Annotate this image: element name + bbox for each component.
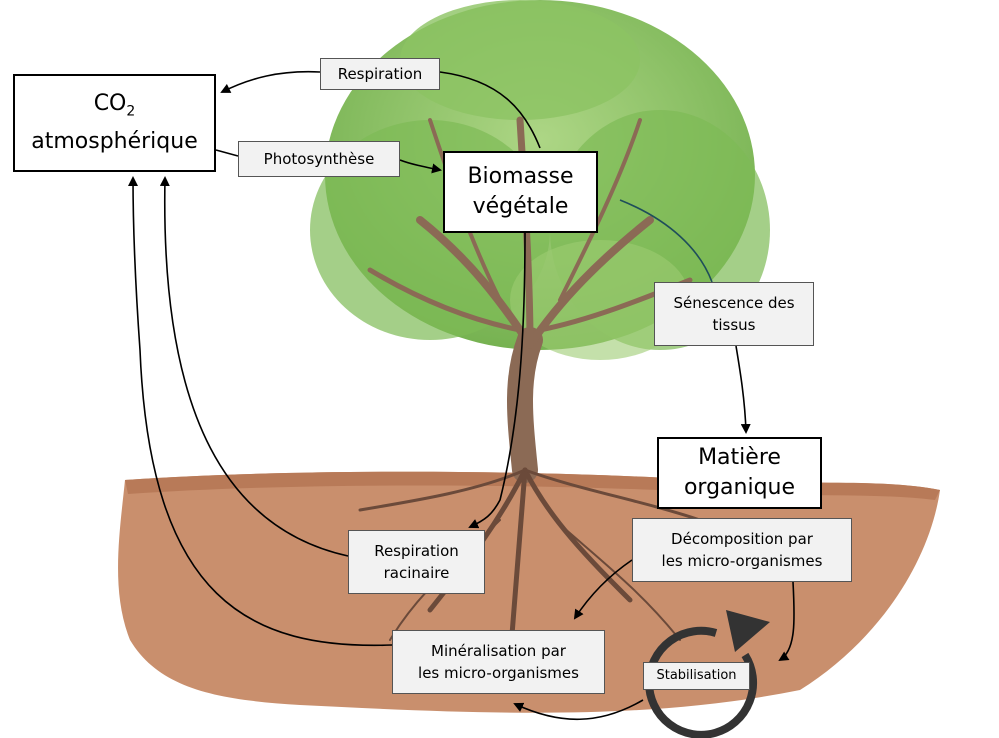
respiration-racinaire-line1: Respiration (374, 540, 459, 562)
photosynthese-box: Photosynthèse (238, 141, 400, 177)
senescence-line2: tissus (712, 314, 755, 336)
biomasse-line1: Biomasse (467, 162, 573, 192)
stabilisation-label: Stabilisation (656, 665, 736, 687)
respiration-racinaire-line2: racinaire (384, 562, 450, 584)
biomasse-line2: végétale (473, 192, 569, 222)
senescence-box: Sénescence des tissus (654, 282, 814, 346)
co2-subscript: 2 (126, 104, 135, 120)
co2-label: CO (94, 91, 127, 116)
senescence-line1: Sénescence des (673, 292, 794, 314)
photosynthese-label: Photosynthèse (264, 148, 375, 170)
co2-line2: atmosphérique (31, 127, 198, 157)
mineralisation-line1: Minéralisation par (431, 640, 566, 662)
respiration-racinaire-box: Respiration racinaire (348, 530, 485, 594)
mineralisation-line2: les micro-organismes (418, 662, 579, 684)
decomposition-box: Décomposition par les micro-organismes (632, 518, 852, 582)
matiere-line1: Matière (698, 443, 781, 473)
respiration-box: Respiration (320, 58, 440, 90)
co2-box: CO2 atmosphérique (13, 74, 216, 172)
matiere-line2: organique (684, 473, 795, 503)
matiere-organique-box: Matière organique (657, 437, 822, 509)
decomposition-line2: les micro-organismes (662, 550, 823, 572)
mineralisation-box: Minéralisation par les micro-organismes (392, 630, 605, 694)
stabilisation-box: Stabilisation (643, 662, 750, 690)
decomposition-line1: Décomposition par (671, 528, 813, 550)
biomasse-box: Biomasse végétale (443, 151, 598, 233)
respiration-label: Respiration (338, 63, 423, 85)
